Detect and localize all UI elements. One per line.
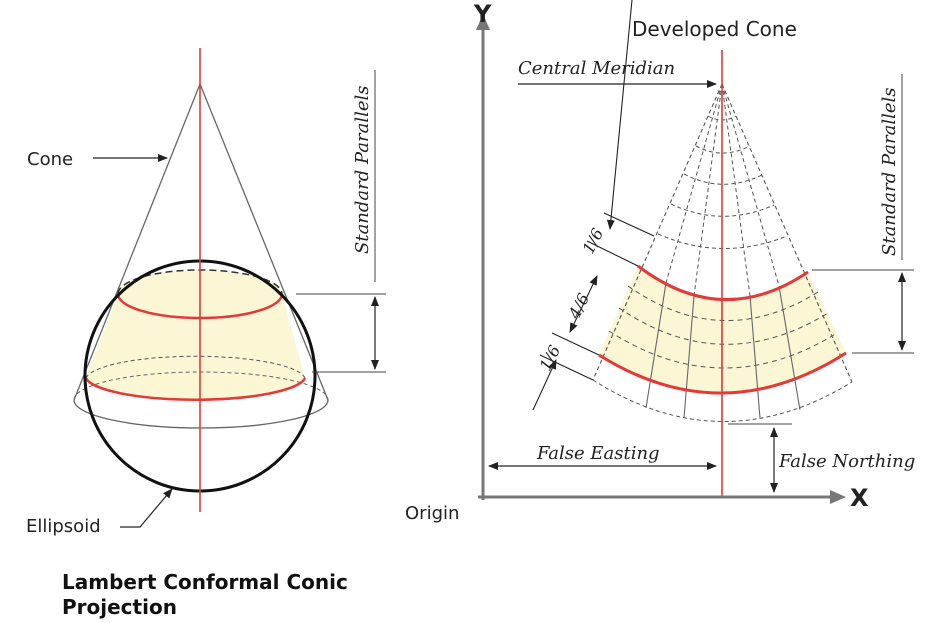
left-band-fill (86, 270, 305, 400)
fan-right-edge (721, 83, 853, 383)
cone-left-edge (73, 83, 201, 401)
caption-line-1: Lambert Conformal Conic (62, 570, 348, 594)
ellipsoid-pointer-arrow (120, 488, 173, 528)
caption-line-2: Projection (62, 595, 177, 619)
central-meridian-label: Central Meridian (518, 58, 675, 79)
fan-arc-lower (592, 379, 853, 422)
origin-label: Origin (405, 503, 459, 524)
false-northing-label: False Northing (778, 451, 915, 472)
developed-cone-title: Developed Cone (632, 17, 797, 41)
left-standard-parallels-label: Standard Parallels (352, 85, 373, 254)
cone-right-edge (199, 83, 329, 401)
fraction-top-label: 1/6 (579, 225, 608, 257)
right-standard-parallels-label: Standard Parallels (879, 87, 900, 256)
y-axis-label: Y (473, 0, 492, 28)
fraction-bottom-label: 1/6 (536, 342, 565, 374)
x-axis-arrowhead (830, 490, 846, 504)
x-axis-label: X (850, 484, 869, 512)
right-developed-cone-figure: Y X Origin Developed Cone Central Meridi… (405, 0, 915, 524)
lower-parallel-back (85, 355, 306, 379)
y-axis-arrowhead (476, 14, 490, 30)
cone-label: Cone (27, 149, 73, 170)
false-easting-label: False Easting (536, 443, 660, 464)
ellipsoid-label: Ellipsoid (26, 516, 101, 537)
left-cone-figure: Standard Parallels Cone Ellipsoid Lamber… (26, 48, 386, 619)
lower-parallel-front (84, 377, 307, 401)
fraction-middle-label: 4/6 (564, 290, 593, 322)
fan-left-edge (592, 83, 723, 381)
fraction-indicator (532, 0, 655, 411)
cone-base-front (73, 399, 329, 429)
